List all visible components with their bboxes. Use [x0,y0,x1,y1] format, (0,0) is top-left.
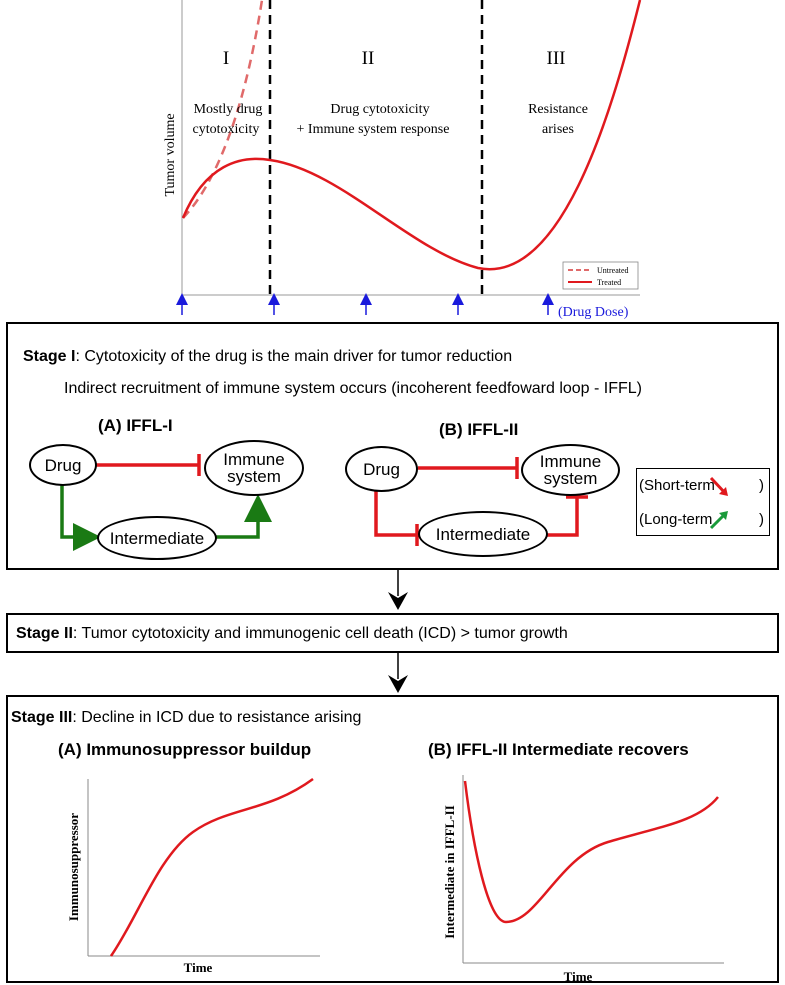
region-i-text-2: cytotoxicity [193,122,260,137]
stage-3-panel: Stage III: Decline in ICD due to resista… [6,695,779,984]
plot-a-x-label: Time [184,960,213,975]
region-iii-text-1: Resistance [528,102,588,117]
immunosuppressor-curve [109,777,314,957]
stage-1-title: Stage I: Cytotoxicity of the drug is the… [23,348,513,365]
region-iii-text-2: arises [542,122,574,137]
chart-legend-box [562,261,639,290]
stage-arrow-2 [388,653,408,693]
untreated-curve [182,0,264,219]
intermediate-curve [463,780,719,924]
long-term-close: ) [759,511,764,528]
stage-1-panel: Stage I: Cytotoxicity of the drug is the… [6,322,779,570]
treated-curve [181,0,642,271]
region-ii-numeral: II [362,48,375,69]
iffl-i-intermediate-immune-activation [216,494,272,539]
short-term-label: (Short-term [639,477,715,494]
region-i-text-1: Mostly drug [194,102,263,117]
region-ii-text-1: Drug cytotoxicity [330,102,429,117]
region-iii-numeral: III [547,48,566,69]
iffl-ii-drug-intermediate-inhibition [374,489,416,537]
stage-2-title: Stage II: Tumor cytotoxicity and immunog… [16,625,568,642]
short-term-close: ) [759,477,764,494]
term-legend: (Short-term ) (Long-term ) [636,468,770,536]
iffl-ii-intermediate-immune-inhibition [546,498,579,537]
plot-b-y-label: Intermediate in IFFL-II [442,805,457,939]
stage-3-plots: Time Immunosuppressor Time Intermediate … [66,775,724,984]
region-i-numeral: I [223,48,229,69]
iffl-i-drug-intermediate-activation [60,484,101,551]
dose-arrows [176,293,554,315]
iffl-ii-drug-node: Drug [345,446,418,492]
iffl-ii-intermediate-node: Intermediate [418,511,548,557]
legend-untreated-label: Untreated [597,266,629,275]
stage-2-panel: Stage II: Tumor cytotoxicity and immunog… [6,613,779,653]
plot-a-y-label: Immunosuppressor [66,813,81,921]
stage-arrow-1 [388,570,408,610]
tumor-volume-chart: Untreated Treated (Drug Dose) I II III M… [163,0,642,320]
region-ii-text-2: + Immune system response [297,122,450,137]
drug-dose-label: (Drug Dose) [558,305,629,320]
iffl-i-title: (A) IFFL-I [98,416,173,435]
iffl-ii-title: (B) IFFL-II [439,420,519,439]
long-term-label: (Long-term [639,511,713,528]
stage-3-title: Stage III: Decline in ICD due to resista… [11,709,362,726]
immunosuppressor-title: (A) Immunosuppressor buildup [58,740,312,759]
y-axis-label: Tumor volume [163,113,178,196]
iffl-network-edges [60,454,728,551]
iffl-i-intermediate-node: Intermediate [97,516,217,560]
intermediate-recovers-title: (B) IFFL-II Intermediate recovers [428,740,689,759]
stage-1-line-2: Indirect recruitment of immune system oc… [64,380,642,397]
iffl-i-drug-node: Drug [29,444,97,486]
plot-b-x-label: Time [564,969,593,984]
legend-treated-label: Treated [597,278,621,287]
